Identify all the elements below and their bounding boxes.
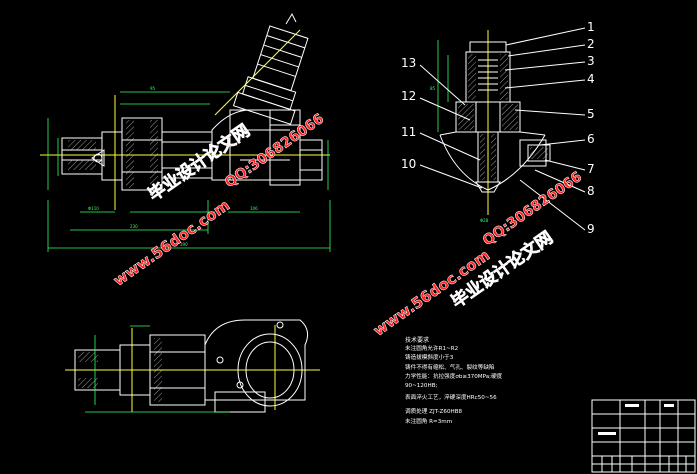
tech-note-line: 表面淬火工艺，淬硬深度HRc50~56: [405, 395, 497, 402]
section-view: 85 Φ28: [419, 27, 586, 231]
tech-note-line: 铸件不得有缩松、气孔、裂纹等缺陷: [405, 364, 495, 371]
tech-note-line: 铸造拔模斜度小于3: [405, 355, 454, 362]
tech-note-line: 力学性能：抗拉强度σb≥370MPa;硬度: [405, 373, 503, 380]
tech-note-line: 未注圆角允许R1~R2: [405, 346, 459, 353]
tech-notes: 技术要求 未注圆角允许R1~R2 铸造拔模斜度小于3 铸件不得有缩松、气孔、裂纹…: [405, 336, 585, 427]
main-view: 390 230 Φ110 106 95: [40, 12, 331, 252]
bottom-view: [65, 319, 320, 413]
svg-text:85: 85: [430, 86, 436, 91]
tech-note-line: 调质处理 ZJT-Z60HB8: [405, 409, 463, 416]
svg-text:390: 390: [180, 242, 188, 247]
tech-note-line: 未注圆角 R=3mm: [405, 418, 453, 425]
svg-text:95: 95: [150, 86, 156, 91]
svg-text:Φ28: Φ28: [480, 218, 489, 223]
title-block: [591, 399, 696, 473]
tech-note-line: 90~120HB;: [405, 383, 438, 390]
svg-text:230: 230: [130, 224, 138, 229]
tech-notes-title: 技术要求: [405, 337, 430, 344]
svg-text:Φ110: Φ110: [88, 206, 99, 211]
svg-text:106: 106: [250, 206, 258, 211]
